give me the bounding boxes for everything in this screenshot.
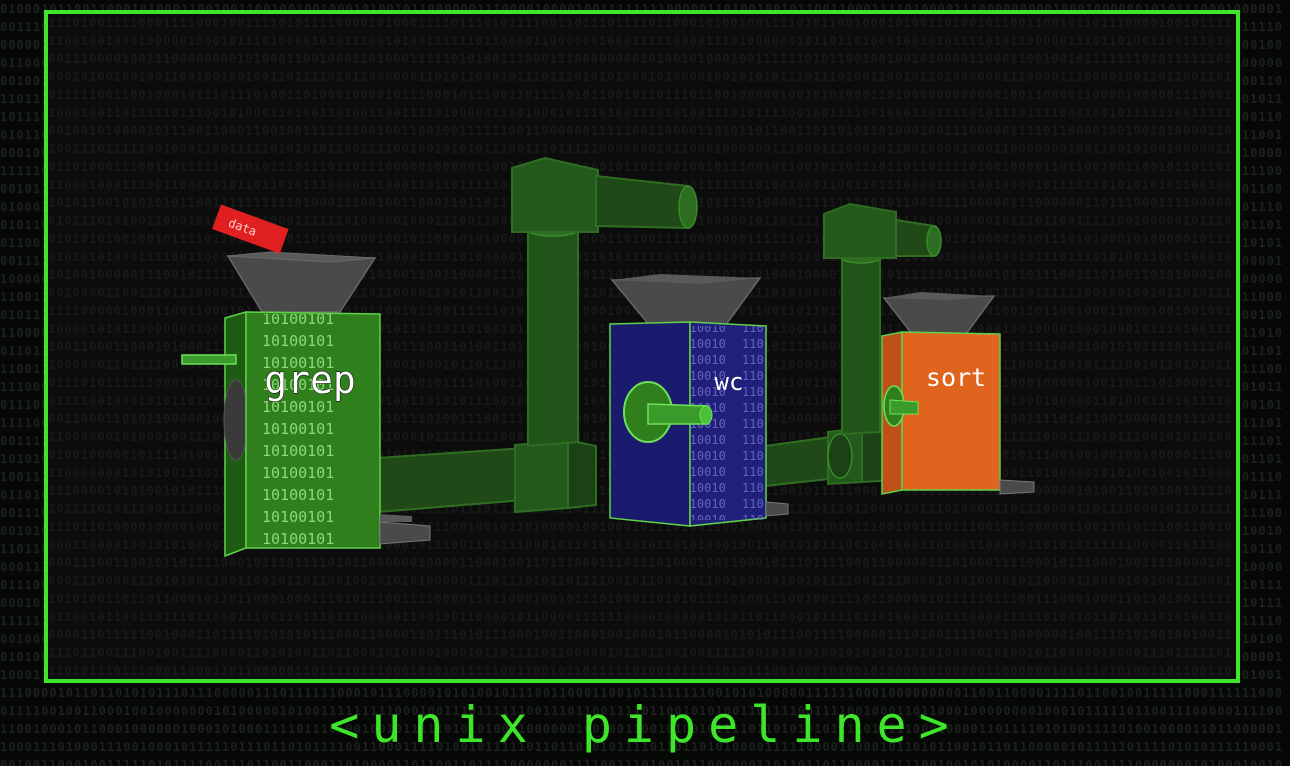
data-tag: data	[212, 204, 289, 254]
caption-title: <unix pipeline>	[329, 696, 961, 754]
grep-machine: grep	[181, 251, 431, 558]
wc-label: wc	[715, 368, 744, 396]
sort-machine: sort	[881, 292, 1035, 495]
wc-machine: wc	[609, 274, 789, 527]
pipe-grep-to-wc	[377, 156, 698, 514]
sort-label: sort	[926, 363, 986, 392]
grep-label: grep	[264, 358, 356, 402]
